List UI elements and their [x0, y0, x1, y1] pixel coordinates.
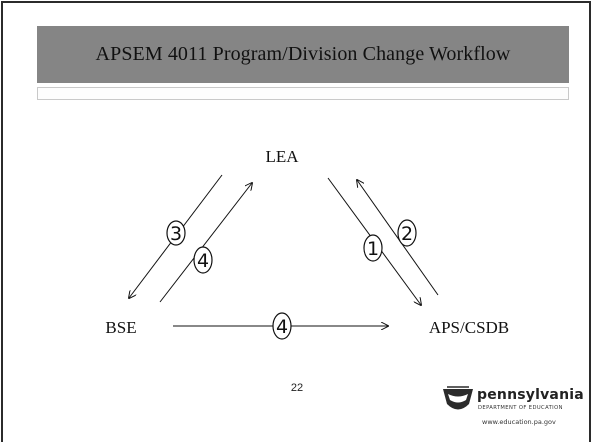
step-marker-4-bottom: 4 — [272, 312, 292, 340]
step-marker-4-left: 4 — [193, 246, 213, 274]
step-number: 4 — [276, 316, 288, 338]
step-marker-2: 2 — [397, 219, 417, 247]
pennsylvania-logo: pennsylvania DEPARTMENT OF EDUCATION www… — [442, 384, 584, 428]
step-marker-3: 3 — [166, 220, 186, 246]
node-aps-csdb: APS/CSDB — [429, 318, 509, 337]
title-bar: APSEM 4011 Program/Division Change Workf… — [37, 26, 569, 83]
logo-url: www.education.pa.gov — [482, 418, 556, 426]
step-number: 1 — [367, 238, 379, 260]
slide-title: APSEM 4011 Program/Division Change Workf… — [95, 43, 511, 65]
step-number: 4 — [197, 250, 209, 272]
step-number: 2 — [401, 223, 413, 245]
step-number: 3 — [170, 223, 182, 245]
node-lea: LEA — [265, 147, 299, 166]
node-bse: BSE — [105, 318, 136, 337]
step-marker-1: 1 — [363, 234, 383, 262]
arrow-aps-to-lea — [357, 180, 439, 296]
arrow-bse-to-lea — [159, 183, 252, 303]
keystone-icon — [443, 386, 473, 410]
logo-department: DEPARTMENT OF EDUCATION — [478, 405, 563, 411]
subtitle-bar — [37, 87, 569, 100]
page-number: 22 — [290, 382, 304, 394]
logo-name: pennsylvania — [477, 387, 584, 403]
